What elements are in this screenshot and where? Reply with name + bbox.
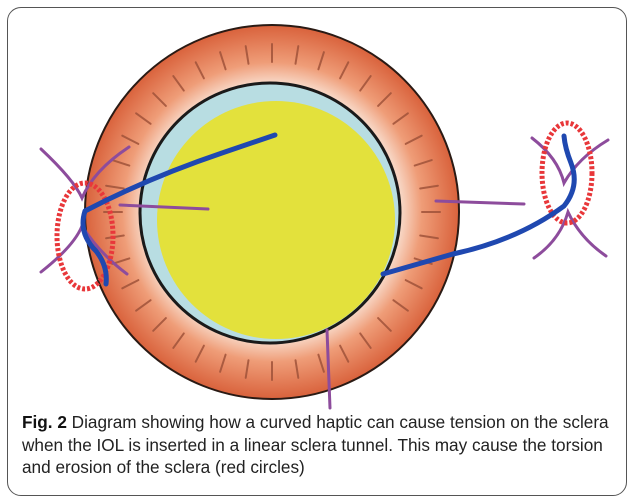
caption-text: Diagram showing how a curved haptic can … — [22, 412, 609, 477]
figure-caption: Fig. 2 Diagram showing how a curved hapt… — [22, 411, 618, 479]
caption-label: Fig. 2 — [22, 412, 67, 432]
figure-frame: Fig. 2 Diagram showing how a curved hapt… — [7, 7, 627, 496]
eye-diagram — [8, 8, 627, 418]
erosion-circle-right — [542, 123, 592, 223]
